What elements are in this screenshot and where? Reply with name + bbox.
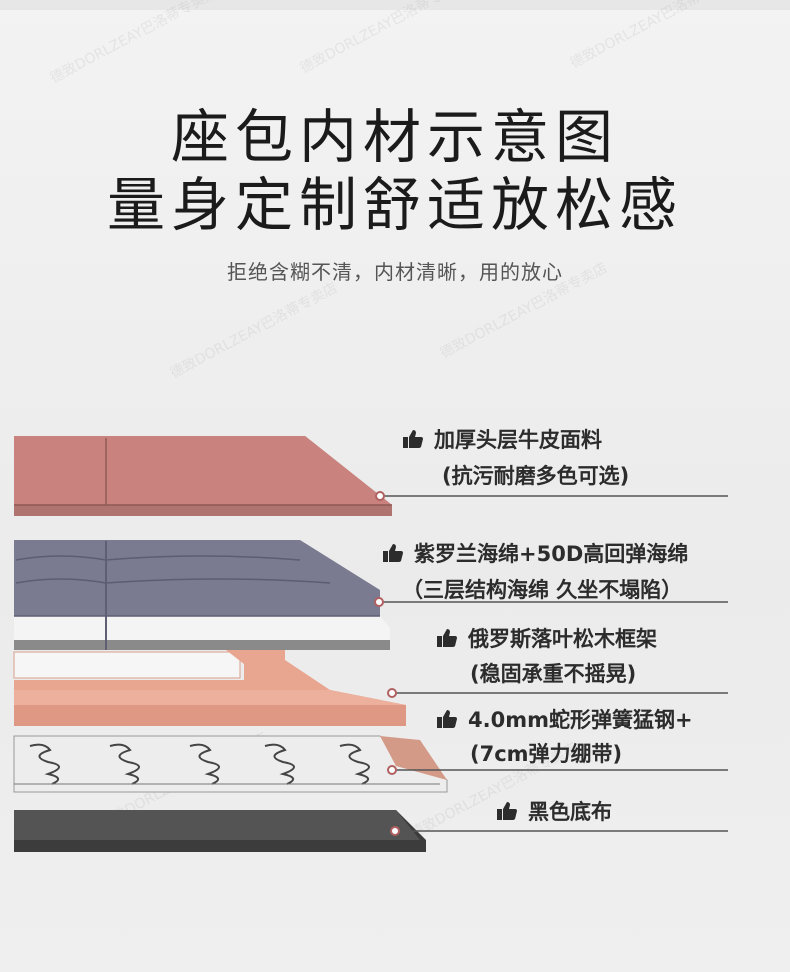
- label-wood-frame-note: (稳固承重不摇晃): [470, 662, 637, 686]
- label-foam-title: 紫罗兰海绵+50D高回弹海绵: [414, 542, 689, 566]
- label-springs: 4.0mm蛇形弹簧猛钢+: [436, 704, 693, 734]
- label-leather-note: (抗污耐磨多色可选): [442, 464, 630, 488]
- label-leather-title: 加厚头层牛皮面料: [434, 428, 602, 452]
- thumbs-up-icon: [403, 430, 423, 448]
- page-subtitle: 拒绝含糊不清，内材清晰，用的放心: [227, 260, 563, 284]
- label-springs-note: (7cm弹力绷带): [470, 742, 623, 766]
- label-base-cloth: 黑色底布: [496, 796, 612, 826]
- thumbs-up-icon: [383, 544, 403, 562]
- page-title-line2: 量身定制舒适放松感: [106, 171, 683, 239]
- thumbs-up-icon: [437, 629, 457, 647]
- layer-leather: [14, 436, 392, 516]
- layer-wood-frame: [13, 650, 406, 726]
- label-springs-title: 4.0mm蛇形弹簧猛钢+: [468, 708, 693, 732]
- leader-lines: [379, 495, 728, 832]
- label-base-cloth-title: 黑色底布: [528, 800, 612, 824]
- thumbs-up-icon: [497, 802, 517, 820]
- label-leather: 加厚头层牛皮面料: [402, 424, 602, 454]
- layer-foam: [14, 540, 390, 650]
- leader-dots: [374, 491, 400, 836]
- layer-base-cloth: [14, 810, 426, 852]
- label-foam: 紫罗兰海绵+50D高回弹海绵: [382, 538, 688, 568]
- header-band: [0, 0, 790, 10]
- label-wood-frame-title: 俄罗斯落叶松木框架: [468, 627, 657, 651]
- thumbs-up-icon: [437, 710, 457, 728]
- layer-springs: [13, 735, 448, 793]
- label-foam-note: （三层结构海绵 久坐不塌陷）: [402, 578, 683, 602]
- page-title: 座包内材示意图: [170, 103, 619, 171]
- label-wood-frame: 俄罗斯落叶松木框架: [436, 623, 657, 653]
